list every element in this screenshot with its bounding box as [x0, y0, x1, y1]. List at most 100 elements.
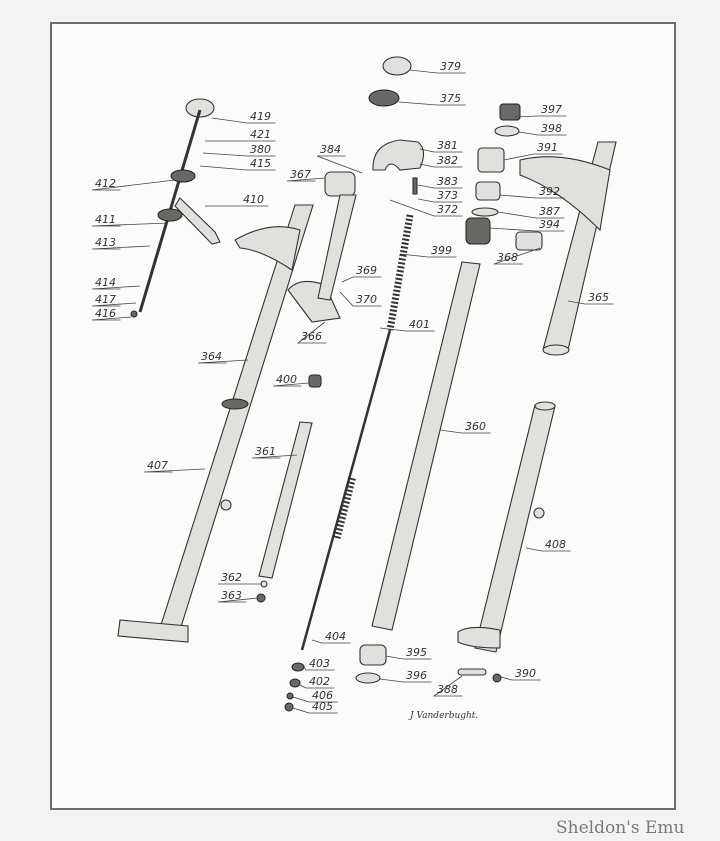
leader-line [432, 675, 463, 697]
part-number: 387 [539, 205, 560, 218]
part-label-417: 417 [91, 293, 137, 307]
part-number: 410 [243, 193, 264, 206]
part-label-360: 360 [439, 420, 491, 434]
part-label-400: 400 [272, 373, 310, 387]
part-label-364: 364 [197, 350, 249, 364]
leader-line [379, 327, 435, 332]
part-label-397: 397 [514, 103, 567, 118]
part-406-washer [286, 692, 294, 700]
leader-line [296, 321, 327, 344]
part-label-381: 381 [419, 139, 463, 153]
leader-line [518, 131, 567, 136]
part-label-411: 411 [91, 213, 169, 227]
part-number: 411 [95, 213, 116, 226]
part-number: 380 [250, 143, 271, 156]
part-391-bush [477, 147, 505, 173]
leader-line [292, 696, 338, 703]
leader-line [417, 184, 463, 189]
leader-line [385, 655, 432, 660]
leader-line [339, 291, 382, 307]
part-label-391: 391 [503, 141, 563, 161]
part-number: 398 [541, 122, 562, 135]
part-label-404: 404 [311, 630, 351, 644]
leader-line [272, 382, 310, 387]
leader-line [316, 155, 363, 174]
part-number: 388 [437, 683, 458, 696]
part-381-bracket [372, 139, 425, 171]
leader-line [251, 454, 298, 459]
part-number: 415 [250, 157, 271, 170]
part-label-401: 401 [379, 318, 435, 332]
part-368-bush [515, 231, 543, 251]
part-375-washer [368, 89, 400, 107]
part-363-nut [256, 593, 266, 603]
part-label-388: 388 [432, 675, 463, 697]
part-label-396: 396 [379, 669, 432, 683]
part-label-395: 395 [385, 646, 432, 660]
part-label-380: 380 [202, 143, 276, 157]
part-label-363: 363 [217, 589, 259, 603]
part-label-366: 366 [296, 321, 327, 344]
part-number: 404 [325, 630, 346, 643]
part-number: 369 [356, 264, 377, 277]
part-number: 408 [545, 538, 566, 551]
leader-line [499, 194, 565, 199]
part-label-414: 414 [91, 276, 141, 290]
part-number: 383 [437, 175, 458, 188]
part-label-398: 398 [518, 122, 567, 136]
part-396-ring [355, 672, 381, 684]
leader-line [211, 117, 276, 124]
part-number: 365 [588, 291, 609, 304]
part-label-408: 408 [525, 538, 571, 552]
leader-line [497, 211, 565, 219]
part-number: 419 [250, 110, 271, 123]
part-label-406: 406 [292, 689, 338, 703]
part-label-382: 382 [419, 154, 463, 168]
leader-line [439, 429, 491, 434]
leader-line [493, 247, 541, 265]
part-387-ring [471, 207, 499, 217]
leader-line [286, 177, 326, 182]
leader-line [199, 165, 276, 171]
part-383-bolt [412, 177, 418, 195]
part-408-fork-leg [457, 401, 556, 653]
part-label-403: 403 [303, 657, 335, 671]
leader-line [303, 666, 335, 671]
part-number: 360 [465, 420, 486, 433]
part-398-ring [494, 125, 520, 137]
part-number: 421 [250, 128, 271, 141]
part-number: 364 [201, 350, 222, 363]
leader-line [500, 676, 541, 681]
leader-line [91, 179, 176, 191]
part-label-383: 383 [417, 175, 463, 189]
part-number: 384 [320, 143, 341, 156]
part-416-nut [130, 310, 138, 318]
part-label-372: 372 [389, 199, 463, 217]
part-labels: 3793753973984194213804154124104114134144… [91, 60, 614, 714]
part-number: 406 [312, 689, 333, 702]
part-label-412: 412 [91, 177, 176, 191]
part-label-370: 370 [339, 291, 382, 307]
leader-line [398, 101, 466, 106]
part-label-419: 419 [211, 110, 276, 124]
part-number: 373 [437, 189, 458, 202]
leader-line [217, 597, 259, 603]
part-label-399: 399 [399, 244, 457, 258]
part-number: 361 [255, 445, 276, 458]
artist-signature: J Vanderbught. [408, 711, 478, 721]
part-412-plate [170, 169, 196, 183]
leader-line [91, 285, 141, 290]
part-label-367: 367 [286, 168, 326, 182]
part-392-bush [475, 181, 501, 201]
leader-line [419, 163, 463, 168]
part-number: 397 [541, 103, 562, 116]
part-397-cap [499, 103, 521, 121]
leader-line [311, 639, 351, 644]
leader-line [299, 684, 335, 689]
leader-line [567, 300, 614, 305]
part-number: 366 [301, 330, 322, 343]
part-number: 370 [356, 293, 377, 306]
part-number: 400 [276, 373, 297, 386]
part-410-arm [174, 197, 221, 245]
